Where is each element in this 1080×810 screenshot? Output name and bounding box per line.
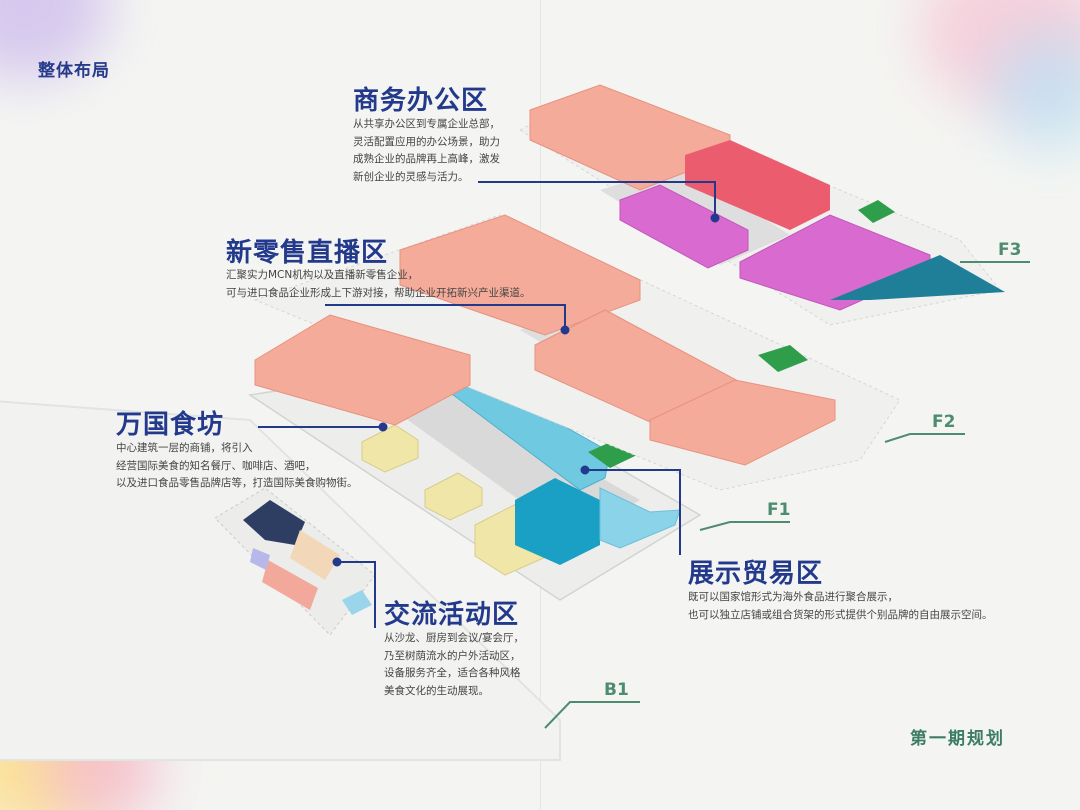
f3-pink-left [619, 184, 749, 269]
zone-desc-food: 中心建筑一层的商铺，将引入 经营国际美食的知名餐厅、咖啡店、酒吧， 以及进口食品… [116, 442, 358, 489]
f1-lightblue-block [599, 487, 681, 549]
floor-tag-b1: B1 [604, 680, 629, 700]
b1-lightblue-block [342, 590, 372, 615]
exchange-leader-dot [332, 557, 342, 567]
phase-label: 第一期规划 [910, 729, 1005, 749]
exchange-leader [337, 561, 376, 628]
zone-title-exchange: 交流活动区 [384, 600, 520, 630]
retail-leader-dot [560, 325, 570, 335]
f3-red-block [685, 140, 830, 230]
exhibit-leader [585, 469, 681, 555]
zone-title-food: 万国食坊 [116, 410, 225, 440]
b1-pink-block [262, 560, 318, 610]
zone-desc-exhibit: 既可以国家馆形式为海外食品进行聚合展示， 也可以独立店铺或组合货架的形式提供个别… [688, 591, 993, 621]
office-leader [478, 181, 716, 218]
f2-salmon-left [254, 314, 471, 426]
b1-navy-block [243, 500, 305, 545]
zone-desc-retail: 汇聚实力MCN机构以及直播新零售企业， 可与进口食品企业形成上下游对接，帮助企业… [226, 269, 531, 299]
f1-tag-line [699, 521, 790, 531]
callout-leaders [258, 181, 720, 628]
floor-tag-f2: F2 [932, 412, 956, 432]
f3-teal-wedge [830, 255, 1005, 300]
f2-salmon-bottom [649, 379, 836, 466]
retail-leader [325, 304, 566, 330]
corner-glow-top-right-2 [990, 30, 1080, 150]
b1-tag-line [544, 701, 640, 729]
zone-desc-office: 从共享办公区到专属企业总部， 灵活配置应用的办公场景，助力 成熟企业的品牌再上高… [353, 118, 500, 183]
zone-title-exhibit: 展示贸易区 [688, 559, 824, 589]
f2-green-block [758, 345, 808, 372]
page-title: 整体布局 [38, 61, 110, 81]
exhibit-leader-dot [580, 465, 590, 475]
f2-tag-line [884, 433, 965, 443]
floor-b1 [0, 400, 561, 761]
floor-tag-f1: F1 [767, 500, 791, 520]
f1-yellow-block-2 [424, 472, 483, 521]
f3-green-block [858, 200, 895, 223]
office-leader-dot [710, 213, 720, 223]
floor-tag-f3: F3 [998, 240, 1022, 260]
zone-title-retail: 新零售直播区 [226, 238, 389, 268]
b1-cream-block [290, 530, 340, 580]
floor-f1 [247, 364, 702, 601]
floor-f3 [518, 84, 1005, 326]
zone-title-office: 商务办公区 [353, 86, 489, 116]
zone-desc-exchange: 从沙龙、厨房到会议/宴会厅， 乃至树荫流水的户外活动区， 设备服务齐全，适合各种… [384, 632, 525, 697]
food-leader-dot [378, 422, 388, 432]
b1-lilac-block [250, 548, 270, 570]
f1-teal-block [515, 478, 600, 565]
